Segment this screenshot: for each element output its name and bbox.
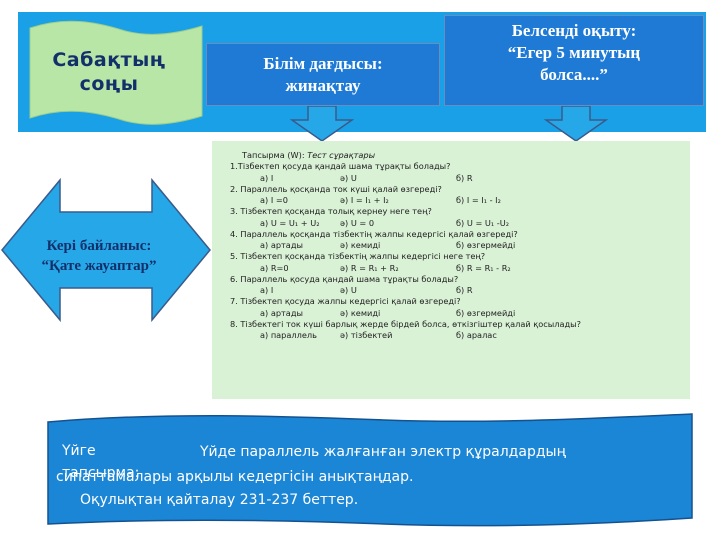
quiz-content: Тапсырма (W): Тест сұрақтары 1.Тізбектеп… [230, 150, 690, 341]
homework-line2: сипаттамалары арқылы кедергісін анықтаңд… [56, 469, 414, 485]
quiz-question-list: 1.Тізбектеп қосуда қандай шама тұрақты б… [230, 161, 690, 341]
homework-line3: Оқулықтан қайталау 231-237 беттер. [80, 492, 359, 508]
quiz-option-c: б) өзгермейді [456, 240, 516, 250]
quiz-option-b: ә) U [340, 285, 357, 295]
quiz-option-a: а) параллель [260, 330, 317, 340]
quiz-option-c: б) R [456, 285, 473, 295]
active-learning-line3: болса....” [540, 65, 608, 84]
homework-line1: Үйде параллель жалғанған электр құралдар… [200, 444, 566, 460]
quiz-option-a: а) I =0 [260, 195, 288, 205]
quiz-option-b: ә) кемиді [340, 240, 381, 250]
quiz-option-c: б) өзгермейді [456, 307, 516, 318]
feedback-line2: “Қате жауаптар” [41, 258, 157, 274]
lesson-end-flag [29, 20, 203, 125]
knowledge-skill-box: Білім дағдысы: жинақтау [206, 43, 440, 106]
lesson-end-title-line1: Сабақтың [52, 49, 166, 71]
knowledge-skill-line1: Білім дағдысы: [263, 54, 383, 73]
down-arrow-icon [544, 106, 608, 142]
quiz-task-label: Тапсырма (W): [242, 150, 305, 160]
quiz-panel [212, 141, 690, 399]
quiz-option-c: б) R [456, 172, 473, 183]
homework-label: Үйге тапсырма: [62, 443, 140, 481]
quiz-option-b: ә) кемиді [340, 307, 381, 318]
lesson-end-title-line2: соңы [79, 73, 139, 95]
quiz-option-a: а) артады [260, 307, 303, 318]
active-learning-line1: Белсенді оқыту: [511, 21, 637, 40]
quiz-question: 3. Тізбектеп қосқанда толық кернеу неге … [230, 206, 432, 217]
quiz-option-a: а) артады [260, 240, 303, 250]
quiz-options: а) параллель ә) тізбектей б) аралас [230, 330, 690, 341]
quiz-option-a: а) I [260, 172, 274, 183]
quiz-question: 1.Тізбектеп қосуда қандай шама тұрақты б… [230, 161, 451, 172]
quiz-task-title: Тест сұрақтары [307, 150, 376, 160]
double-arrow-icon [1, 177, 211, 323]
quiz-option-a: а) I [260, 285, 274, 295]
quiz-option-b: ә) тізбектей [340, 330, 393, 340]
quiz-option-c: б) R = R₁ - R₂ [456, 262, 511, 273]
down-arrow-icon [290, 106, 354, 142]
quiz-question: 8. Тізбектегі ток күші барлық жерде бірд… [230, 318, 581, 329]
quiz-options: а) артады ә) кемиді б) өзгермейді [230, 240, 690, 251]
feedback-line1: Кері байланыс: [46, 238, 152, 254]
feedback-label: Кері байланыс: “Қате жауаптар” [20, 236, 178, 276]
quiz-option-b: ә) I = I₁ + I₂ [340, 195, 389, 205]
quiz-options: а) I =0 ә) I = I₁ + I₂ б) I = I₁ - I₂ [230, 195, 690, 206]
quiz-question: 2. Параллель қосқанда ток күші қалай өзг… [230, 183, 442, 194]
quiz-question: 7. Тізбектеп қосуда жалпы кедергісі қала… [230, 296, 461, 307]
quiz-options: а) U = U₁ + U₂ ә) U = 0 б) U = U₁ -U₂ [230, 218, 690, 229]
quiz-option-c: б) U = U₁ -U₂ [456, 217, 510, 228]
lesson-end-title: Сабақтың соңы [34, 48, 184, 96]
quiz-option-a: а) R=0 [260, 262, 289, 273]
quiz-task-header: Тапсырма (W): Тест сұрақтары [230, 150, 690, 161]
quiz-options: а) артады ә) кемиді б) өзгермейді [230, 308, 690, 319]
knowledge-skill-line2: жинақтау [285, 76, 361, 95]
quiz-options: а) I ә) U б) R [230, 173, 690, 184]
quiz-question: 5. Тізбектеп қосқанда тізбектің жалпы ке… [230, 251, 486, 262]
quiz-option-c: б) аралас [456, 330, 497, 340]
quiz-option-c: б) I = I₁ - I₂ [456, 195, 501, 205]
quiz-option-b: ә) U = 0 [340, 217, 375, 228]
homework-banner [47, 413, 693, 527]
quiz-question: 4. Параллель қосқанда тізбектің жалпы ке… [230, 228, 518, 239]
quiz-options: а) R=0 ә) R = R₁ + R₂ б) R = R₁ - R₂ [230, 263, 690, 274]
quiz-option-a: а) U = U₁ + U₂ [260, 217, 320, 228]
quiz-question: 6. Параллель қосуда қандай шама тұрақты … [230, 273, 459, 284]
quiz-option-b: ә) U [340, 172, 357, 183]
quiz-options: а) I ә) U б) R [230, 285, 690, 296]
active-learning-box: Белсенді оқыту: “Егер 5 минутың болса...… [444, 15, 704, 106]
quiz-option-b: ә) R = R₁ + R₂ [340, 262, 399, 273]
active-learning-line2: “Егер 5 минутың [507, 43, 641, 62]
